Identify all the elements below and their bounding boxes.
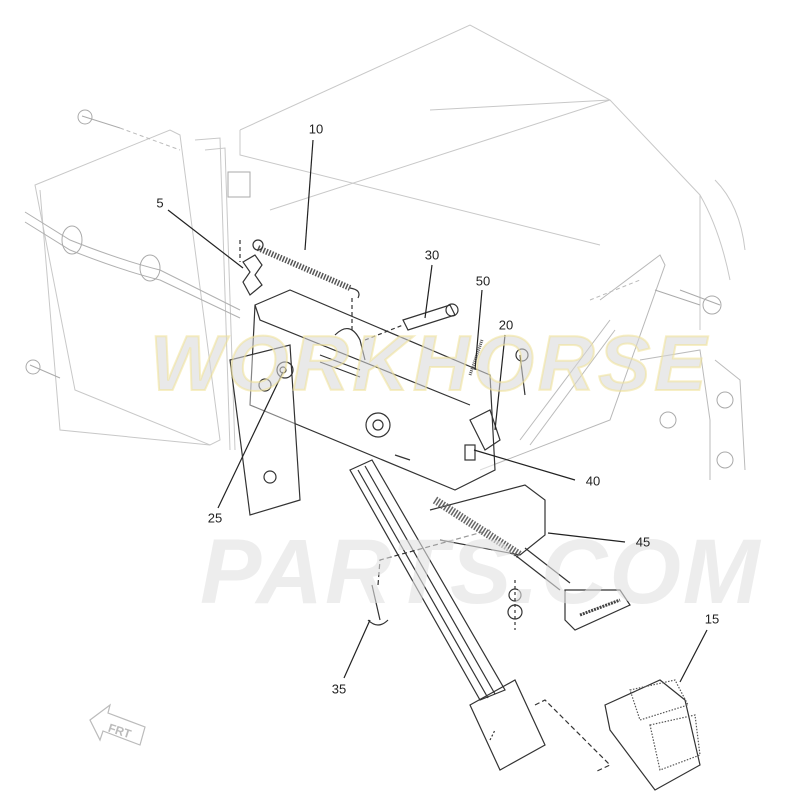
callout-35: 35 [331,681,347,697]
callout-45: 45 [635,534,651,550]
frt-arrow [89,703,146,746]
callout-15: 15 [704,611,720,627]
callout-25: 25 [207,510,223,526]
return-spring [252,239,360,299]
callout-20: 20 [498,317,514,333]
pedal-pad [604,679,701,791]
callout-40: 40 [585,473,601,489]
callout-50: 50 [475,273,491,289]
background-structure [24,24,746,480]
release-handle [429,484,631,631]
brake-pedal-assembly [229,239,701,791]
leader-lines [167,139,708,683]
callout-30: 30 [424,247,440,263]
callout-10: 10 [308,121,324,137]
callout-5: 5 [156,195,164,211]
